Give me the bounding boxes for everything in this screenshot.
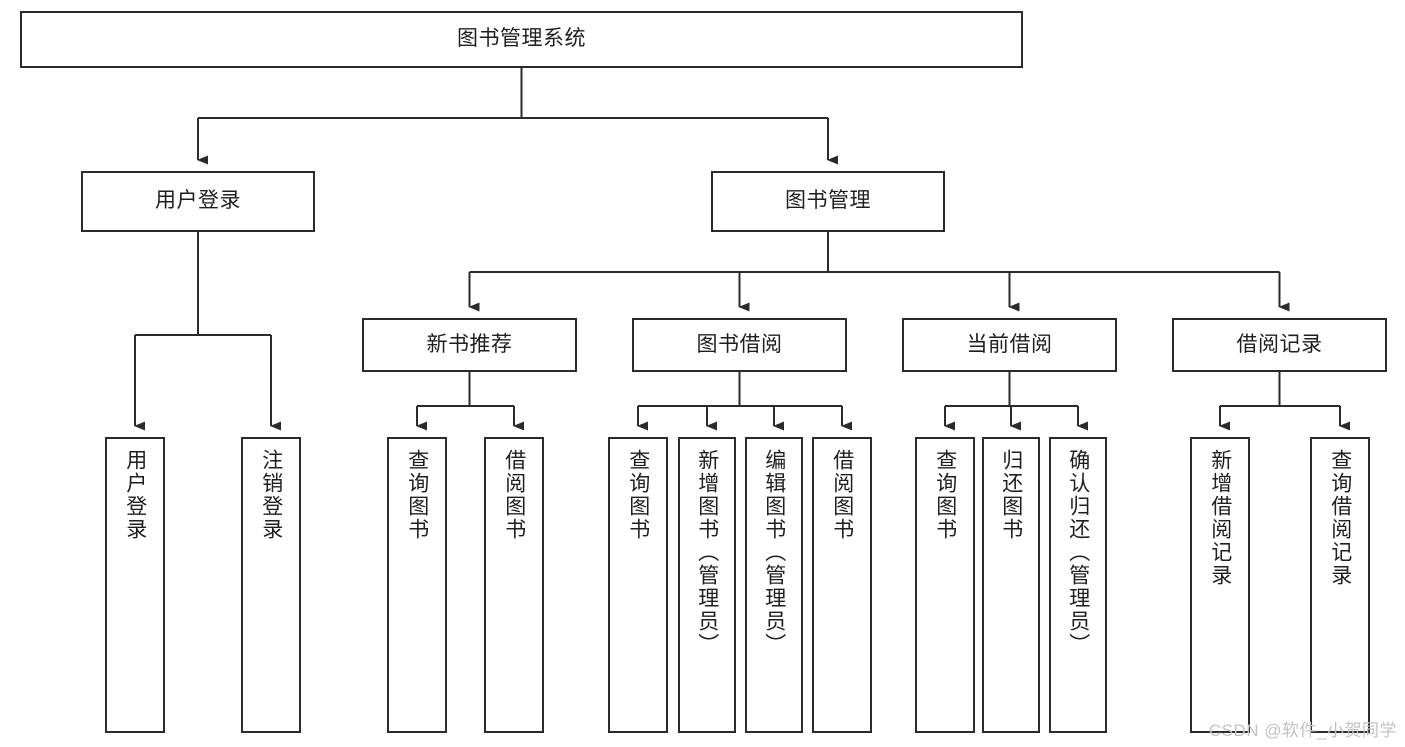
node-leaf10[interactable]: 归还图书 <box>982 437 1040 733</box>
node-label: 新增图书（管理员） <box>695 449 719 656</box>
node-label: 查询借阅记录 <box>1328 449 1352 587</box>
node-leaf7[interactable]: 编辑图书（管理员） <box>745 437 803 733</box>
node-label: 借阅记录 <box>1236 332 1323 356</box>
node-leaf5[interactable]: 查询图书 <box>608 437 668 733</box>
node-leaf9[interactable]: 查询图书 <box>915 437 975 733</box>
node-label: 用户登录 <box>123 449 147 541</box>
node-borrow[interactable]: 图书借阅 <box>632 318 847 372</box>
node-label: 图书管理 <box>785 189 871 213</box>
node-label: 新书推荐 <box>426 332 513 356</box>
node-label: 编辑图书（管理员） <box>762 449 786 656</box>
node-label: 借阅图书 <box>502 449 526 541</box>
node-leaf8[interactable]: 借阅图书 <box>812 437 872 733</box>
node-label: 查询图书 <box>626 449 650 541</box>
node-newrec[interactable]: 新书推荐 <box>362 318 577 372</box>
node-label: 图书管理系统 <box>457 27 586 51</box>
node-label: 确认归还（管理员） <box>1066 449 1090 656</box>
node-leaf1[interactable]: 用户登录 <box>105 437 165 733</box>
node-leaf4[interactable]: 借阅图书 <box>484 437 544 733</box>
node-login[interactable]: 用户登录 <box>81 171 315 232</box>
node-bookmgmt[interactable]: 图书管理 <box>711 171 945 232</box>
watermark: CSDN @软件_小贺同学 <box>1208 721 1397 740</box>
node-leaf12[interactable]: 新增借阅记录 <box>1190 437 1250 733</box>
node-records[interactable]: 借阅记录 <box>1172 318 1387 372</box>
node-label: 查询图书 <box>933 449 957 541</box>
node-label: 归还图书 <box>999 449 1023 541</box>
node-label: 借阅图书 <box>830 449 854 541</box>
node-label: 新增借阅记录 <box>1208 449 1232 587</box>
node-leaf6[interactable]: 新增图书（管理员） <box>678 437 736 733</box>
node-leaf3[interactable]: 查询图书 <box>387 437 447 733</box>
node-leaf2[interactable]: 注销登录 <box>241 437 301 733</box>
node-label: 查询图书 <box>405 449 429 541</box>
node-root[interactable]: 图书管理系统 <box>20 11 1023 68</box>
node-current[interactable]: 当前借阅 <box>902 318 1117 372</box>
node-label: 当前借阅 <box>966 332 1053 356</box>
node-leaf11[interactable]: 确认归还（管理员） <box>1049 437 1107 733</box>
node-leaf13[interactable]: 查询借阅记录 <box>1310 437 1370 733</box>
node-label: 用户登录 <box>155 189 241 213</box>
node-label: 图书借阅 <box>696 332 783 356</box>
node-label: 注销登录 <box>259 449 283 541</box>
